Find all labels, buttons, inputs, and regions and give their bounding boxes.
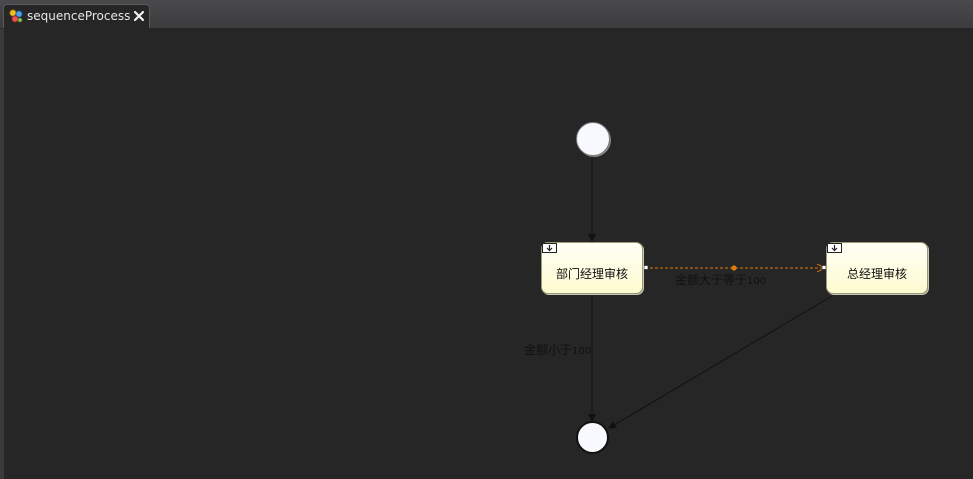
editor-tab-bar: sequenceProcess xyxy=(0,0,973,29)
flow-label-gte-100[interactable]: 金额大于等于100 xyxy=(675,271,766,288)
flow-layer xyxy=(588,156,833,429)
flow-source-handle[interactable] xyxy=(643,265,649,270)
tab-title: sequenceProcess xyxy=(27,9,131,23)
flow-label-text: 金额小于 xyxy=(524,343,573,357)
task-label: 部门经理审核 xyxy=(555,267,628,281)
task-general-manager-review[interactable]: 总经理审核 xyxy=(826,242,928,294)
diagram-canvas[interactable]: 部门经理审核 总经理审核 金额大于等于100 金额小于100 xyxy=(4,28,973,479)
start-event[interactable] xyxy=(576,122,610,156)
flow-label-text: 金额大于等于 xyxy=(675,273,748,287)
flow-midpoint-handle[interactable] xyxy=(731,265,737,271)
flow-label-amount: 100 xyxy=(747,276,767,287)
process-diagram-icon xyxy=(9,9,23,23)
user-task-icon xyxy=(542,243,557,253)
flow-label-amount: 100 xyxy=(572,346,592,357)
end-event[interactable] xyxy=(576,421,609,454)
user-task-icon xyxy=(827,243,842,253)
tab-sequence-process[interactable]: sequenceProcess xyxy=(3,4,150,28)
flow-label-lt-100[interactable]: 金额小于100 xyxy=(524,341,591,358)
task-label: 总经理审核 xyxy=(846,267,907,281)
close-icon[interactable] xyxy=(133,10,145,22)
task-dept-manager-review[interactable]: 部门经理审核 xyxy=(541,242,643,294)
flow-gm-to-end[interactable] xyxy=(608,295,833,429)
